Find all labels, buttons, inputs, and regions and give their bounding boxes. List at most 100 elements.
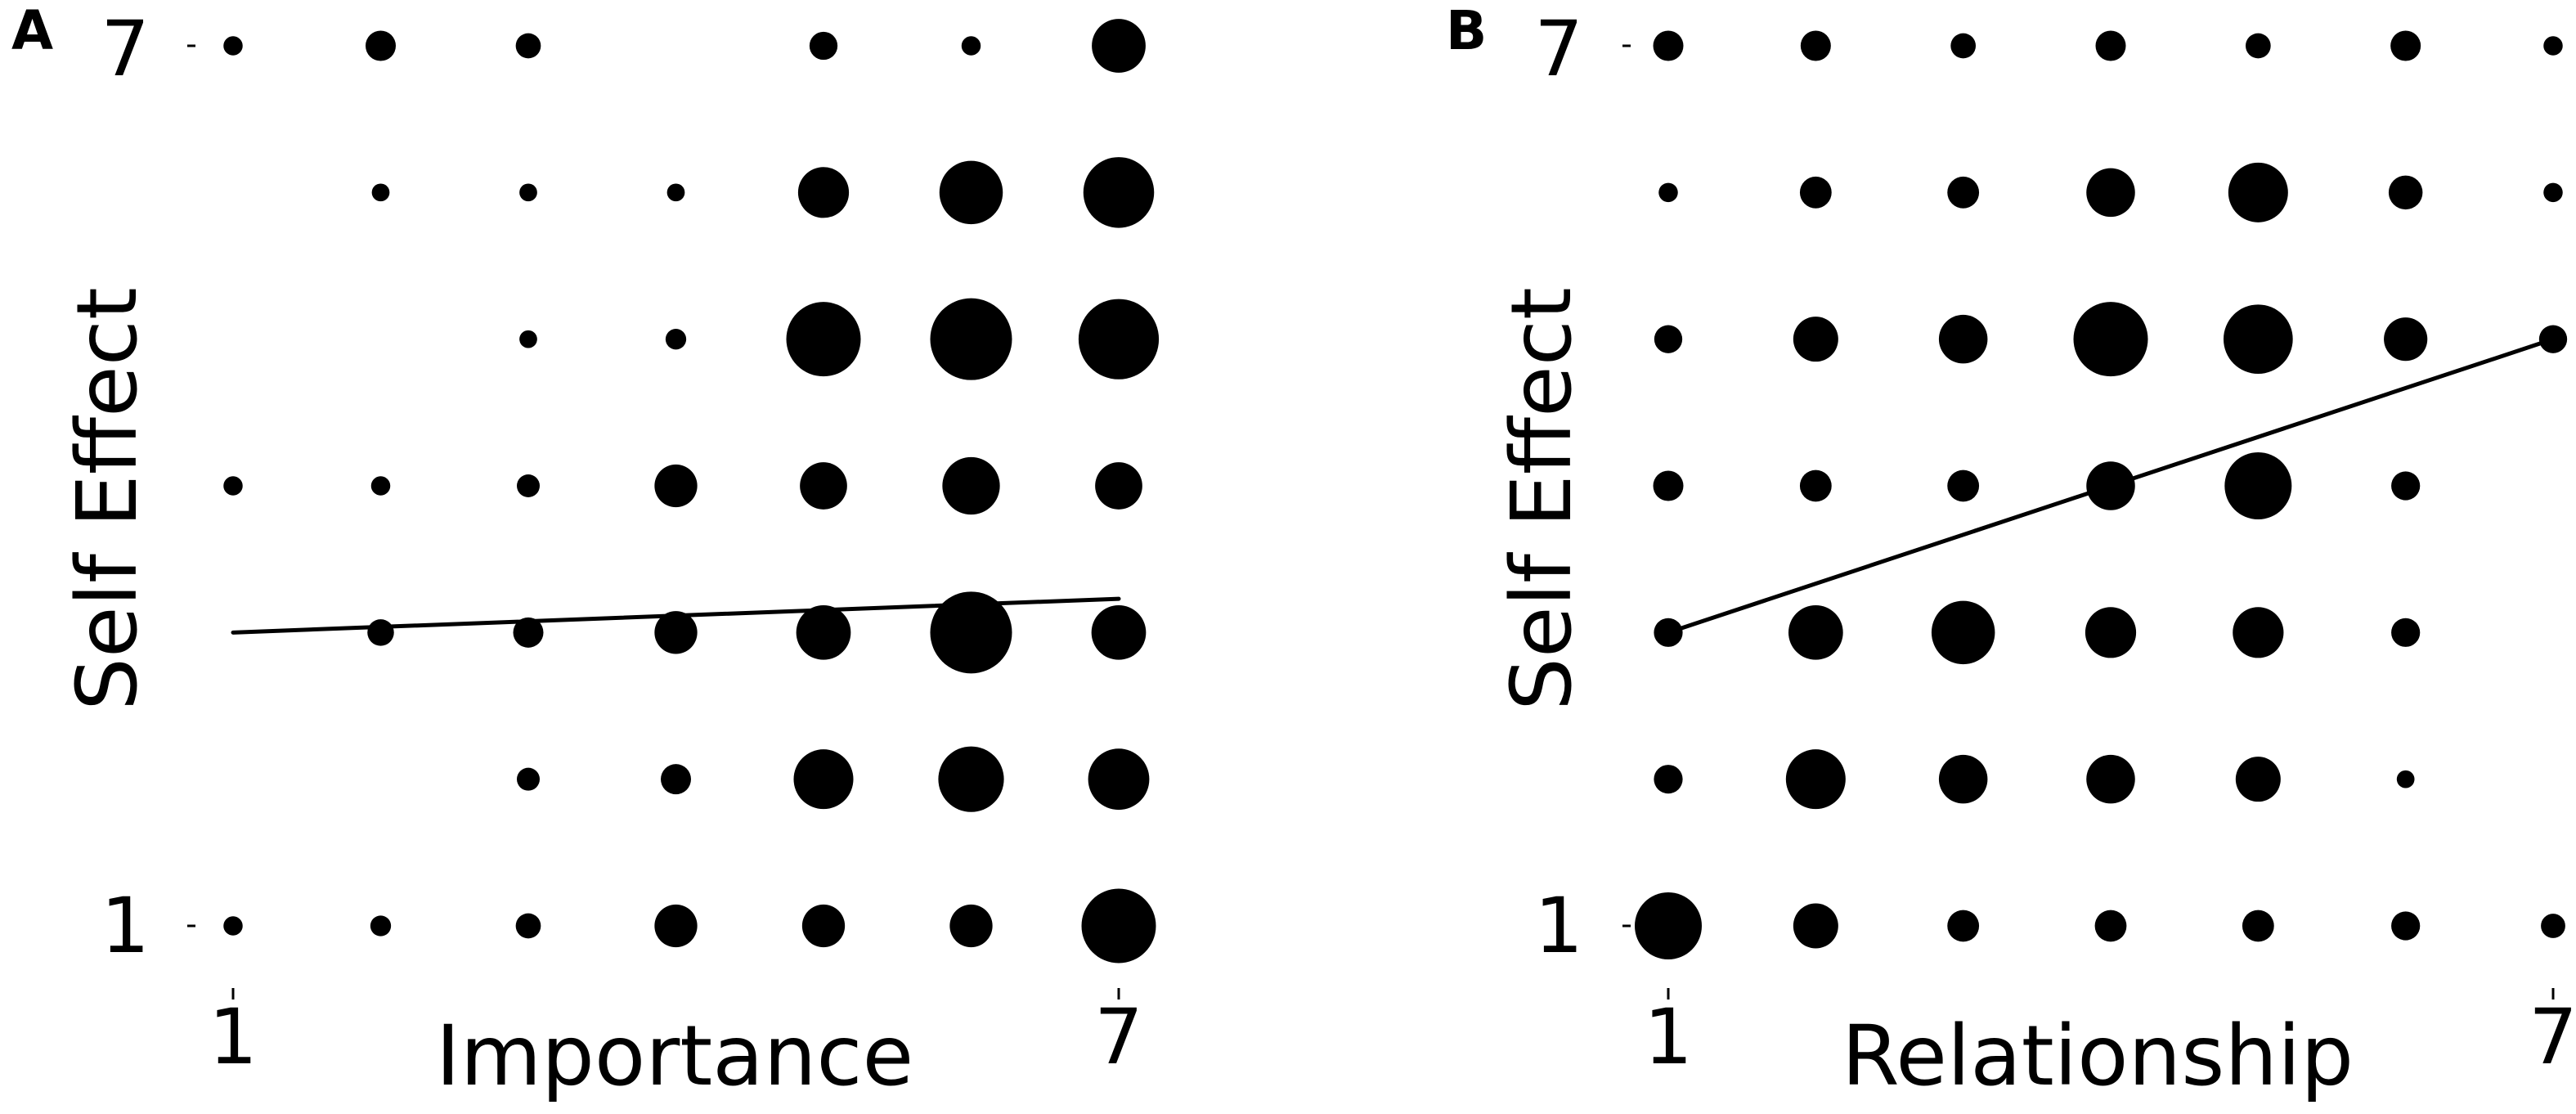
panel-b-bubble	[2095, 30, 2126, 61]
panel-b-bubble	[2086, 754, 2135, 804]
panel-b-bubble	[2396, 770, 2415, 788]
panel-b-bubble	[1653, 30, 1684, 61]
panel-b-bubble	[1947, 910, 1980, 942]
panel-a-bubble	[1088, 748, 1150, 811]
panel-a-bubble	[938, 746, 1004, 812]
panel-b-bubble	[2073, 302, 2148, 377]
panel-b-bubble	[2242, 910, 2274, 942]
panel-a: A 7 1 1 7 Importance Self Effect	[11, 0, 1160, 1105]
panel-b-bubble	[2245, 33, 2271, 59]
panel-b-bubble	[2224, 452, 2292, 519]
panel-b: B 7 1 1 7 Relationship Self Effect	[1446, 0, 2576, 1105]
panel-a-bubble	[801, 904, 846, 948]
panel-a-bubble	[654, 611, 698, 654]
panel-a-bubble	[654, 464, 698, 508]
panel-b-bubble	[1654, 765, 1683, 794]
panel-a-bubble	[519, 183, 537, 202]
panel-a-y-axis-title: Self Effect	[59, 287, 156, 711]
panel-b-bubble	[1788, 604, 1843, 660]
panel-a-bubble	[654, 904, 698, 948]
panel-a-bubble	[796, 604, 851, 660]
panel-a-bubble	[809, 31, 838, 61]
panel-b-bubble	[2235, 757, 2281, 802]
panel-a-bubble	[519, 330, 537, 348]
panel-b-bubble	[2541, 914, 2565, 938]
panel-b-bubble	[1654, 325, 1683, 353]
panel-a-bubble	[661, 764, 691, 795]
panel-b-bubble	[1785, 749, 1846, 810]
panel-a-bubble	[1091, 604, 1147, 660]
panel-a-fit-line	[231, 596, 1121, 635]
panel-b-bubble	[1938, 754, 1988, 804]
panel-a-bubble	[666, 183, 685, 202]
panel-b-x-tick-label-max: 7	[2529, 993, 2576, 1082]
panel-b-bubble	[2228, 162, 2288, 222]
panel-a-bubble	[930, 591, 1012, 674]
panel-a-bubble	[223, 36, 243, 56]
panel-b-y-tick-label-min: 1	[1534, 882, 1583, 971]
panel-a-x-axis-title: Importance	[436, 1008, 914, 1105]
panel-a-bubble	[1092, 19, 1146, 73]
panel-a-bubble	[517, 474, 540, 497]
panel-a-bubble	[942, 456, 1000, 515]
panel-b-y-axis-title: Self Effect	[1493, 287, 1591, 711]
panel-b-bubble	[1799, 469, 1832, 502]
panel-a-x-tick-label-max: 7	[1094, 993, 1143, 1082]
panel-a-bubble	[223, 476, 243, 496]
panel-a-bubble	[367, 619, 394, 646]
panel-b-bubble	[1635, 892, 1702, 959]
panel-b-bubble	[2384, 317, 2428, 362]
panel-b-bubble	[2388, 175, 2423, 210]
panel-a-bubble	[793, 749, 854, 810]
panel-a-bubble	[515, 913, 541, 939]
panel-b-bubble	[1793, 903, 1838, 949]
panel-a-bubble	[371, 183, 390, 202]
panel-b-bubble	[1793, 317, 1838, 362]
panel-a-y-tick-label-min: 1	[101, 882, 150, 971]
panel-b-bubble	[2391, 911, 2421, 941]
panel-b-y-tick-label-max: 7	[1534, 5, 1583, 94]
panel-b-bubble	[2223, 304, 2293, 375]
panel-a-bubble	[1081, 888, 1156, 964]
panel-b-bubble	[2543, 36, 2563, 56]
panel-b-bubble	[2086, 168, 2135, 218]
panel-a-bubble	[513, 617, 544, 648]
panel-a-bubble	[517, 767, 540, 791]
panel-b-bubble	[1653, 470, 1684, 501]
panel-a-bubble	[1095, 462, 1142, 510]
panel-b-bubble	[2085, 607, 2137, 658]
panel-a-bubble	[1083, 157, 1155, 228]
panel-a-bubble	[370, 476, 391, 496]
panel-b-bubble	[2543, 182, 2563, 203]
panel-b-plot-area	[1622, 30, 2568, 999]
panel-b-bubble	[2233, 607, 2284, 658]
panel-b-x-axis-title: Relationship	[1842, 1008, 2354, 1105]
panel-b-bubble	[1947, 176, 1980, 209]
panel-a-letter: A	[11, 0, 53, 62]
panel-b-letter: B	[1446, 0, 1487, 62]
panel-a-bubble	[786, 302, 861, 377]
panel-b-bubble	[1658, 182, 1678, 203]
panel-a-bubble	[366, 30, 396, 61]
panel-b-bubble	[2094, 910, 2127, 942]
panel-a-plot-area	[187, 19, 1160, 999]
panel-a-bubble	[939, 160, 1003, 225]
panel-a-bubble	[1078, 299, 1160, 380]
panel-a-bubble	[949, 904, 993, 948]
panel-a-bubble	[370, 915, 392, 937]
panel-b-bubble	[1938, 314, 1988, 364]
panel-a-y-tick-label-max: 7	[101, 5, 150, 94]
panel-b-bubble	[2390, 30, 2421, 61]
panel-b-bubble	[1800, 30, 1831, 61]
panel-b-bubble	[2391, 471, 2421, 501]
panel-a-bubble	[930, 298, 1012, 380]
panel-a-bubble	[800, 462, 847, 510]
panel-a-x-tick-label-min: 1	[209, 993, 258, 1082]
panel-b-bubble	[1799, 176, 1832, 209]
panel-a-bubble	[797, 167, 850, 218]
panel-a-bubble	[961, 36, 981, 56]
panel-a-bubble	[665, 329, 687, 350]
panel-b-bubble	[1950, 33, 1977, 59]
